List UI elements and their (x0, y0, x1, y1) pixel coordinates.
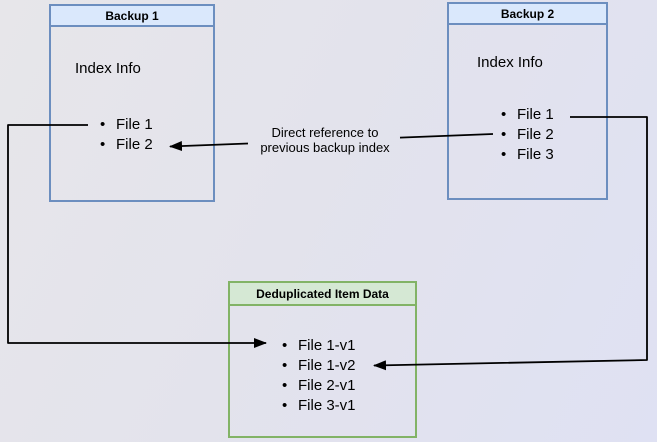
backup2-node: Backup 2 Index Info File 1 File 2 File 3 (447, 2, 608, 200)
list-item: File 3-v1 (282, 396, 356, 416)
direct-reference-label-line1: Direct reference to (271, 125, 379, 140)
backup2-file-list: File 1 File 2 File 3 (501, 105, 554, 165)
backup1-node: Backup 1 Index Info File 1 File 2 (49, 4, 215, 202)
dedup-node: Deduplicated Item Data File 1-v1 File 1-… (228, 281, 417, 438)
list-item: File 2-v1 (282, 376, 356, 396)
backup2-index-info-label: Index Info (477, 54, 543, 71)
list-item: File 3 (501, 145, 554, 165)
dedup-file-list: File 1-v1 File 1-v2 File 2-v1 File 3-v1 (282, 336, 356, 416)
backup2-header: Backup 2 (449, 4, 606, 25)
backup1-header: Backup 1 (51, 6, 213, 27)
list-item: File 2 (501, 125, 554, 145)
direct-reference-label-line2: previous backup index (260, 140, 390, 155)
list-item: File 1-v2 (282, 356, 356, 376)
backup1-index-info-label: Index Info (75, 60, 141, 77)
backup1-title: Backup 1 (105, 8, 159, 23)
list-item: File 1 (501, 105, 554, 125)
direct-reference-label: Direct reference to previous backup inde… (244, 125, 406, 155)
backup1-file-list: File 1 File 2 (100, 115, 153, 155)
list-item: File 1-v1 (282, 336, 356, 356)
list-item: File 2 (100, 135, 153, 155)
backup2-title: Backup 2 (500, 6, 555, 21)
dedup-title: Deduplicated Item Data (256, 286, 389, 301)
list-item: File 1 (100, 115, 153, 135)
dedup-header: Deduplicated Item Data (230, 283, 415, 306)
